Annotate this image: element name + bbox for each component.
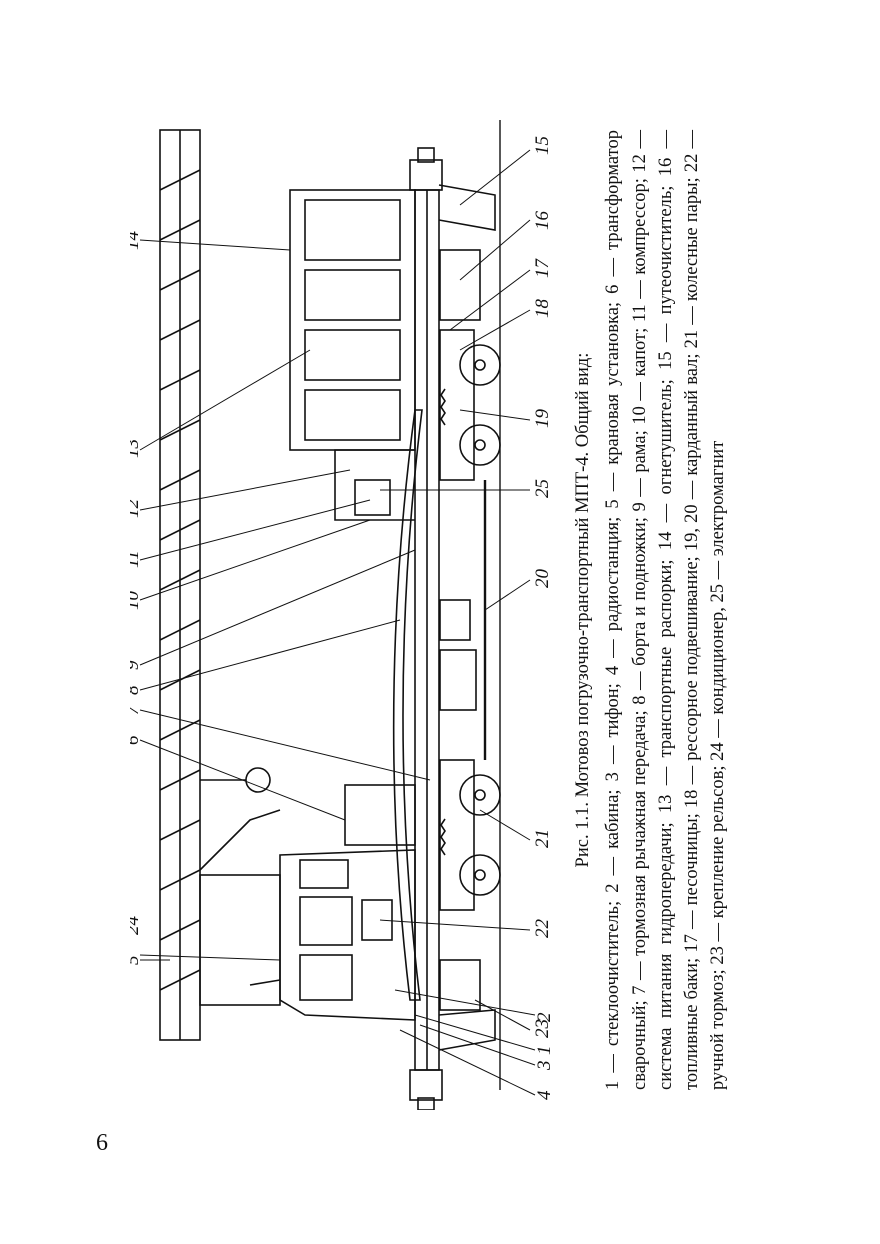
callout-10: 10 <box>130 591 143 611</box>
callout-19: 19 <box>532 409 550 429</box>
figure-locomotive-drawing: 1 2 3 4 5 6 7 8 9 10 11 12 13 14 15 16 1… <box>130 110 550 1110</box>
callout-numbers: 1 2 3 4 5 6 7 8 9 10 11 12 13 14 15 16 1… <box>130 136 550 1100</box>
hydraulic-transmission <box>439 649 477 711</box>
callout-leaders <box>139 149 536 1096</box>
callout-17: 17 <box>532 258 550 279</box>
welding-transformer <box>344 784 416 846</box>
caption-legend: 1 — стеклоочиститель; 2 — кабина; 3 — ти… <box>603 130 729 1090</box>
coupler-left <box>409 1069 443 1101</box>
page-number: 6 <box>96 1130 108 1156</box>
cab-window-2 <box>299 896 353 946</box>
callout-16: 16 <box>532 211 550 231</box>
cab-window-3 <box>299 859 349 889</box>
callout-3: 3 <box>534 1061 550 1072</box>
rotated-figure-block: 1 2 3 4 5 6 7 8 9 10 11 12 13 14 15 16 1… <box>130 110 770 1110</box>
callout-1: 1 <box>534 1046 550 1056</box>
callout-8: 8 <box>130 685 143 695</box>
callout-13: 13 <box>130 439 143 458</box>
callout-14: 14 <box>130 231 143 251</box>
callout-4: 4 <box>534 1090 550 1100</box>
callout-23: 23 <box>532 1019 550 1038</box>
callout-12: 12 <box>130 499 143 519</box>
callout-25: 25 <box>532 479 550 498</box>
locomotive-svg: 1 2 3 4 5 6 7 8 9 10 11 12 13 14 15 16 1… <box>130 120 550 1110</box>
fuel-tank <box>439 249 481 321</box>
callout-11: 11 <box>130 550 143 568</box>
track-cleaner-left <box>438 1009 496 1051</box>
callout-9: 9 <box>130 660 143 670</box>
callout-20: 20 <box>532 569 550 589</box>
track-cleaner-right <box>438 184 496 231</box>
callout-15: 15 <box>532 136 550 155</box>
crane-hook-block <box>245 767 271 793</box>
compressor <box>354 479 391 516</box>
callout-7: 7 <box>130 704 143 715</box>
callout-21: 21 <box>532 829 550 848</box>
callout-6: 6 <box>130 735 143 745</box>
callout-22: 22 <box>532 919 550 939</box>
callout-2: 2 <box>534 1012 550 1022</box>
callout-24: 24 <box>130 916 143 936</box>
caption-title: Рис. 1.1. Мотовоз погрузочно-транспортны… <box>573 352 593 868</box>
cargo-platform <box>289 189 416 451</box>
coupler-right <box>409 159 443 191</box>
side-board <box>392 409 423 1001</box>
crane-base <box>199 874 281 1006</box>
figure-caption: Рис. 1.1. Мотовоз погрузочно-транспортны… <box>570 130 732 1090</box>
bogie-right <box>439 329 501 481</box>
callout-5: 5 <box>130 956 143 966</box>
callout-18: 18 <box>532 299 550 319</box>
cab-window-1 <box>299 954 353 1001</box>
bogie-left <box>439 759 501 911</box>
